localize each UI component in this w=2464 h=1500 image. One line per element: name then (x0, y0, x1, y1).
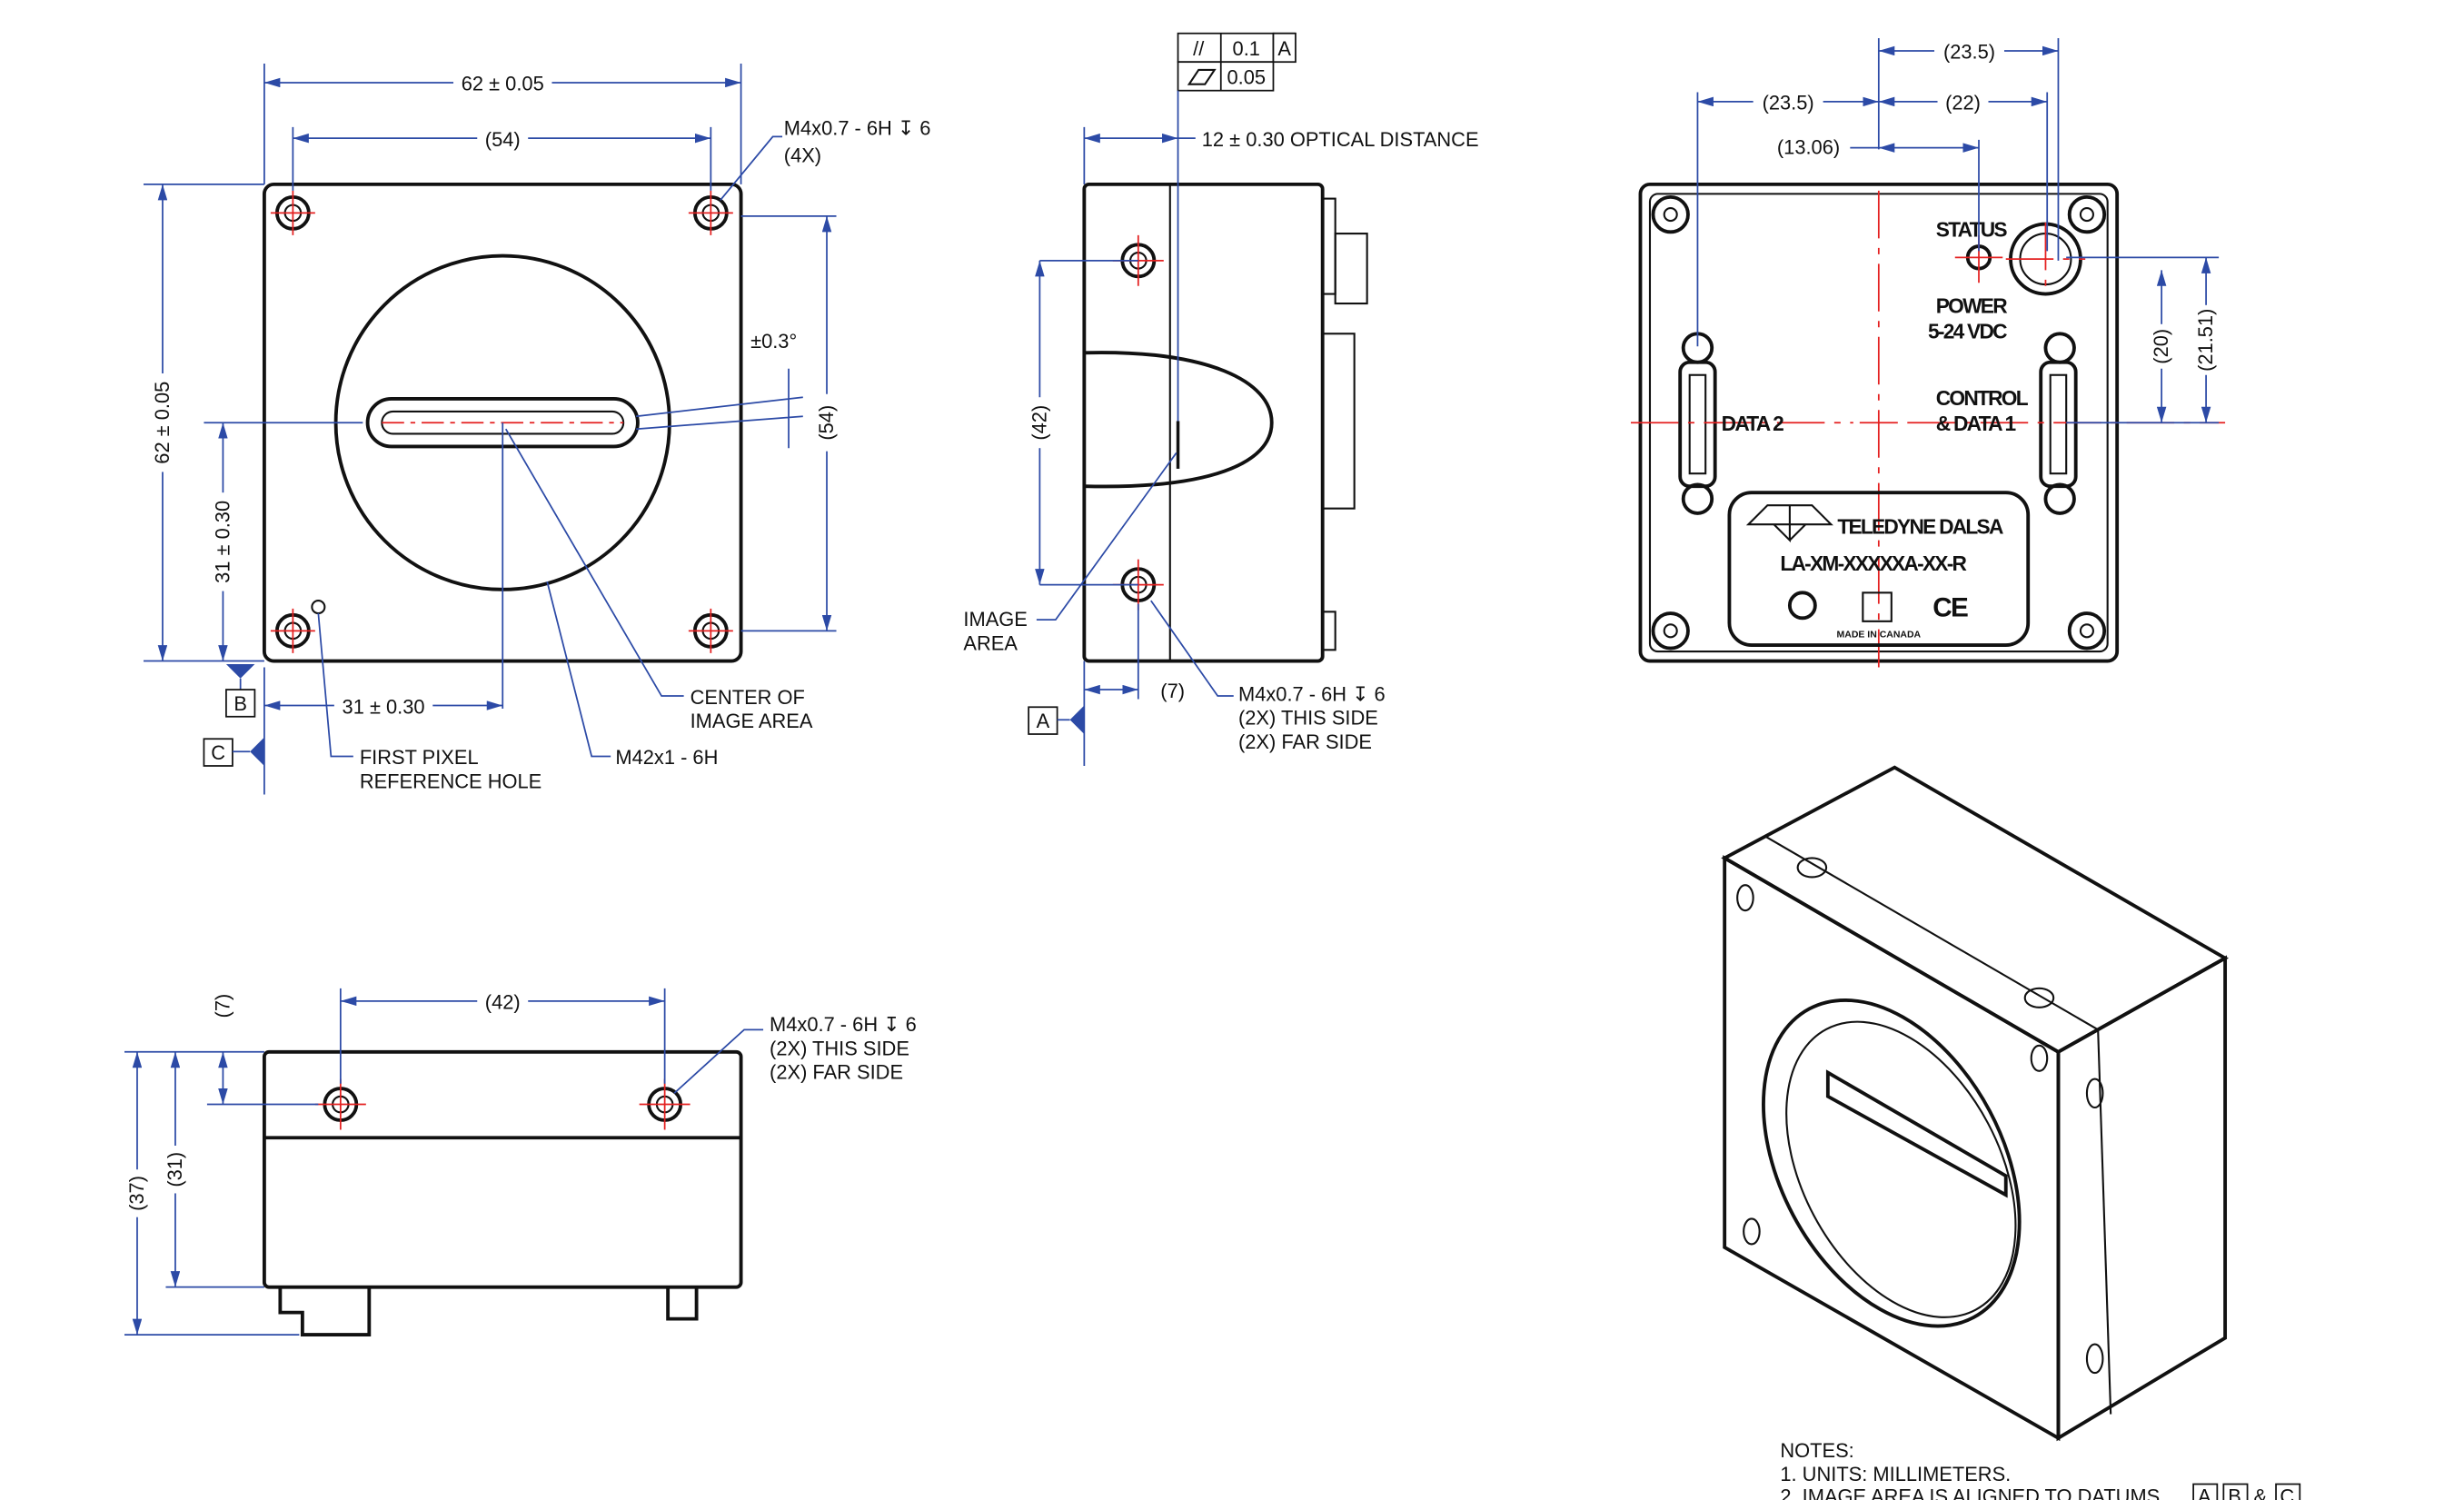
width-dimension: 62 ± 0.05 (462, 73, 544, 95)
side-view: // 0.1 A 0.05 12 ± 0.30 OPTICAL DISTANCE… (963, 32, 1479, 766)
dim-21-51: (21.51) (2194, 309, 2217, 372)
reference-hole-icon (311, 600, 326, 615)
center-label-2: IMAGE AREA (691, 710, 813, 732)
data2-label: DATA 2 (1722, 412, 1783, 435)
power-label: POWER (1936, 294, 2007, 318)
parallelism-value: 0.1 (1233, 37, 1260, 60)
thread-callout: M4x0.7 - 6H ↧ 6 (770, 1013, 917, 1036)
datum-c: C (211, 741, 225, 764)
hole-spacing-dimension: (54) (485, 128, 521, 151)
note-amp: & (2254, 1485, 2268, 1500)
front-view: 62 ± 0.05 (54) M4x0.7 - 6H ↧ 6 (4X) ±0.3… (143, 63, 931, 795)
ref-hole-label: FIRST PIXEL (360, 746, 479, 769)
dim-20: (20) (2150, 329, 2172, 364)
teledyne-logo-icon (1745, 504, 1833, 543)
datum-a: A (1037, 710, 1050, 732)
note-datum-b: B (2228, 1485, 2241, 1500)
parallelism-datum: A (1277, 37, 1291, 60)
side-body-outline (1082, 182, 1325, 663)
data1-label: & DATA 1 (1936, 412, 2016, 435)
screw-icons (1651, 194, 2107, 651)
offset-dim: (7) (211, 994, 233, 1018)
thread-callout: M4x0.7 - 6H ↧ 6 (784, 117, 931, 140)
offset-dim: (7) (1160, 680, 1185, 702)
this-side-label: (2X) THIS SIDE (1238, 707, 1378, 730)
far-side-label: (2X) FAR SIDE (1238, 730, 1372, 753)
mounting-hole-icons (270, 190, 733, 653)
control-label: CONTROL (1936, 386, 2029, 410)
ref-hole-label-2: REFERENCE HOLE (360, 770, 541, 792)
origin-label: MADE IN CANADA (1837, 630, 1922, 640)
center-height-dimension: 31 ± 0.30 (211, 501, 233, 583)
height-dimension: 62 ± 0.05 (151, 382, 174, 464)
isometric-view (1721, 765, 2229, 1442)
image-area-label-2: AREA (963, 631, 1018, 654)
dim-23-5-top: (23.5) (1943, 41, 1995, 64)
product-label-plate (1727, 491, 2031, 647)
bottom-body-outline (262, 1049, 743, 1289)
center-width-dimension: 31 ± 0.30 (343, 695, 425, 718)
dim-13-06: (13.06) (1777, 136, 1840, 159)
lens-profile (1084, 351, 1274, 489)
note-period: . (2301, 1485, 2307, 1500)
connector-profile (1334, 233, 1368, 305)
dim-22: (22) (1945, 92, 1981, 114)
this-side-label: (2X) THIS SIDE (770, 1037, 909, 1059)
image-area-label: IMAGE (963, 608, 1027, 631)
datum-a-box (1028, 706, 1058, 735)
hole-spacing: (42) (1028, 405, 1050, 441)
power-voltage-label: 5-24 VDC (1928, 320, 2007, 343)
notes: NOTES: 1. UNITS: MILLIMETERS. 2. IMAGE A… (1780, 1439, 2307, 1500)
data-connector-icons (1678, 332, 2078, 515)
mount-thread-label: M42x1 - 6H (615, 746, 718, 769)
model-label: LA-XM-XXXXXA-XX-R (1780, 551, 1966, 575)
note-1: 1. UNITS: MILLIMETERS. (1780, 1463, 2011, 1485)
center-label: CENTER OF (691, 686, 805, 709)
dim-23-5-left: (23.5) (1763, 92, 1814, 114)
angle-tolerance: ±0.3° (750, 330, 797, 353)
datum-b-box (225, 689, 256, 718)
note-datum-a: A (2198, 1485, 2211, 1500)
flatness-value: 0.05 (1227, 66, 1266, 89)
thread-callout: M4x0.7 - 6H ↧ 6 (1238, 682, 1386, 705)
hole-spacing: (42) (485, 991, 521, 1014)
bottom-view: (42) (7) (37) (31) M4x0.7 - 6H ↧ 6 (2X) … (124, 988, 917, 1337)
far-side-label: (2X) FAR SIDE (770, 1061, 903, 1084)
datum-b: B (233, 692, 247, 715)
optical-distance: 12 ± 0.30 OPTICAL DISTANCE (1202, 128, 1479, 151)
note-datum-c: C (2280, 1485, 2294, 1500)
brand-label: TELEDYNE DALSA (1837, 515, 2003, 539)
vertical-hole-spacing: (54) (815, 405, 838, 441)
notes-title: NOTES: (1780, 1439, 1853, 1462)
ce-mark: CE (1932, 593, 1968, 623)
thread-qty: (4X) (784, 144, 821, 166)
note-2: 2. IMAGE AREA IS ALIGNED TO DATUMS (1780, 1485, 2160, 1500)
parallelism-icon: // (1193, 37, 1205, 60)
total-height: (37) (125, 1176, 148, 1211)
body-height: (31) (164, 1152, 186, 1187)
flatness-icon (1187, 68, 1217, 85)
status-label: STATUS (1936, 218, 2008, 242)
back-view: STATUS POWER 5-24 VDC DATA 2 CONTROL & D… (1630, 37, 2226, 668)
